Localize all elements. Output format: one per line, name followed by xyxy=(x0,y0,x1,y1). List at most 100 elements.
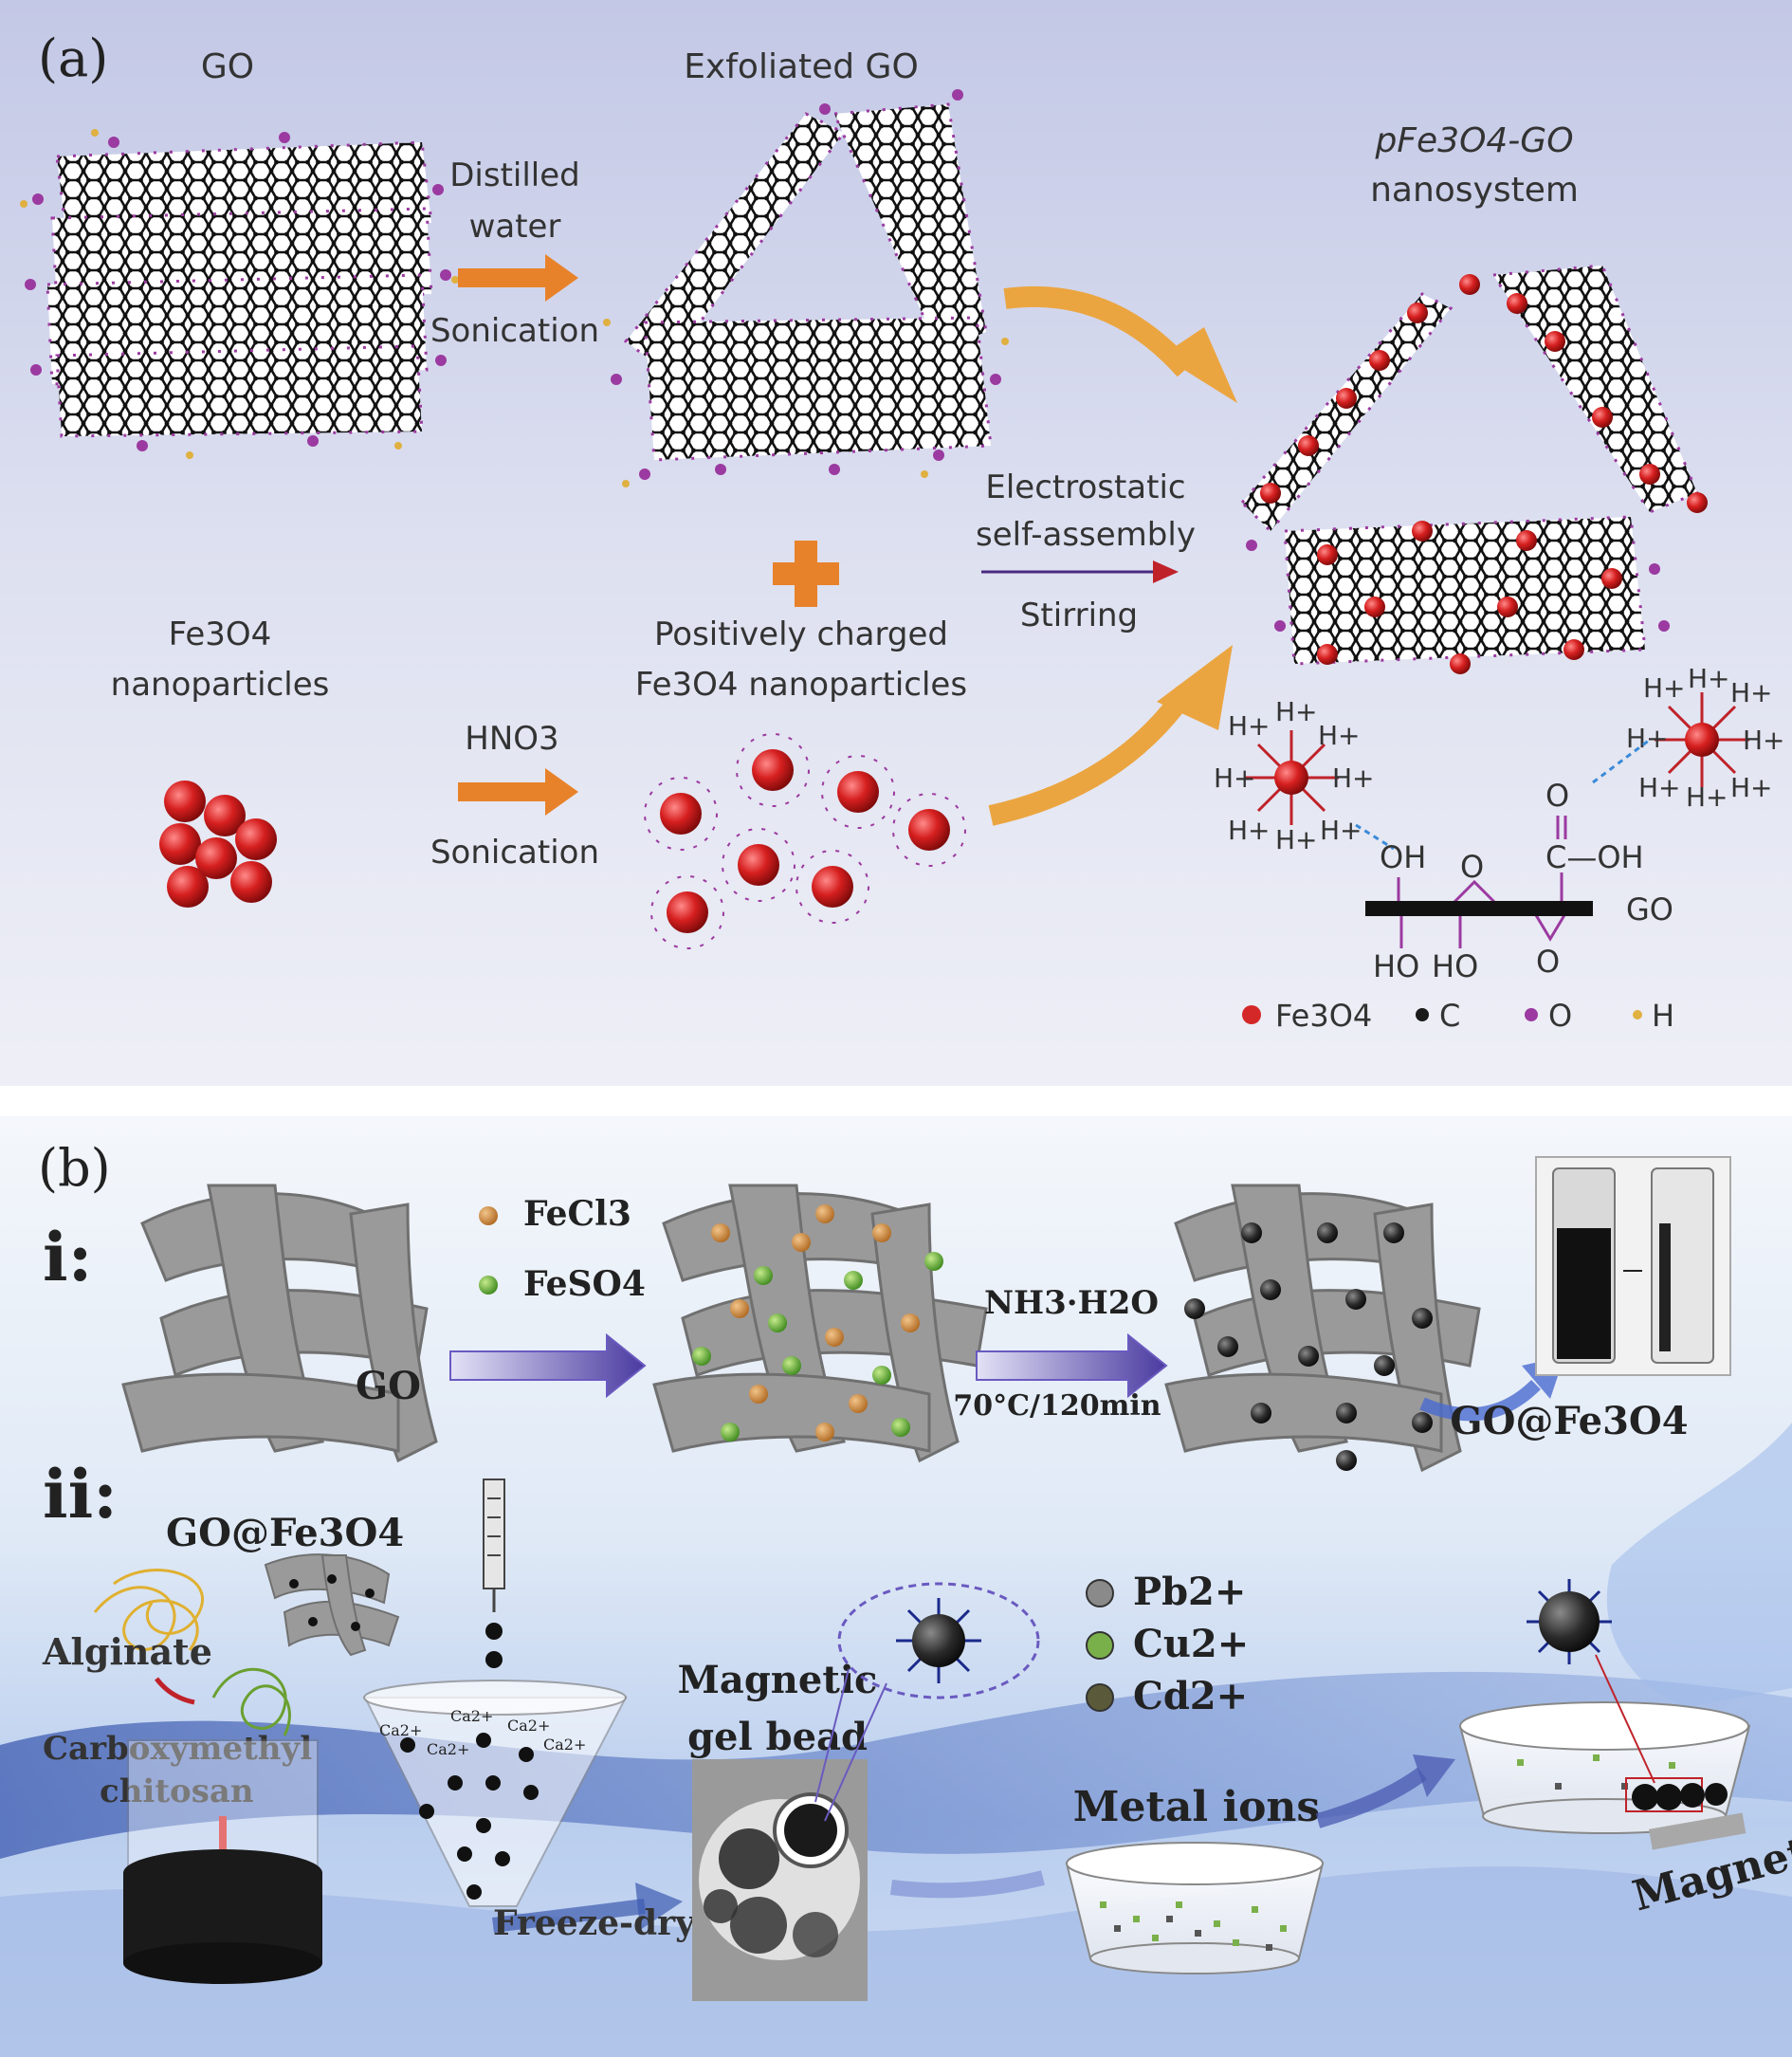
ca-ion-4: Ca2+ xyxy=(427,1740,469,1758)
plus-icon xyxy=(773,541,839,607)
panel-a-legend: Fe3O4 C O H xyxy=(1242,998,1674,1034)
chitosan-strands xyxy=(211,1668,291,1736)
bead-zoom-line-1 xyxy=(814,1668,850,1803)
interaction-schematic: H+ H+ H+ H+ H+ H+ H+ H+ H+ H+ H+ H+ H+ H… xyxy=(1214,663,1785,984)
carboxyl-cooh: C—OH xyxy=(1545,839,1644,875)
bead-zoom-line-2 xyxy=(824,1682,887,1822)
legend-h-swatch xyxy=(1633,1010,1642,1019)
panel-b: (b) i: ii: GO FeCl3 FeSO4 xyxy=(0,1116,1792,2057)
hplus-r6: H+ xyxy=(1638,772,1681,803)
hplus-r4: H+ xyxy=(1626,723,1669,754)
go-sheets-with-ions xyxy=(652,1184,988,1463)
wave-band-2 xyxy=(0,1865,1792,2057)
positive-nps-label-line2: Fe3O4 nanoparticles xyxy=(635,666,967,704)
syringe-icon xyxy=(483,1478,505,1668)
feso4-swatch xyxy=(479,1276,498,1295)
ca-ion-5: Ca2+ xyxy=(543,1736,586,1754)
hplus-r2: H+ xyxy=(1688,663,1730,694)
step3-label-line3: Stirring xyxy=(1020,597,1138,634)
functionalized-bead-icon xyxy=(896,1598,981,1683)
charged-nanoparticles xyxy=(644,733,966,949)
epoxy-o-top: O xyxy=(1460,849,1484,885)
reagent-label: NH3·H2O xyxy=(984,1284,1159,1322)
hplus-r1: H+ xyxy=(1643,672,1686,704)
fecl3-label: FeCl3 xyxy=(523,1194,631,1234)
ion-pb-swatch xyxy=(1086,1579,1114,1607)
hplus-r8: H+ xyxy=(1730,772,1773,803)
legend-h-label: H xyxy=(1652,998,1674,1034)
hplus-l4: H+ xyxy=(1214,762,1256,794)
step3-label-line1: Electrostatic xyxy=(985,468,1185,506)
hplus-l6: H+ xyxy=(1228,815,1271,846)
ion-cu-swatch xyxy=(1086,1631,1114,1660)
row-i-arrow-2 xyxy=(976,1332,1168,1399)
panel-divider xyxy=(0,1086,1792,1116)
alginate-label: Alginate xyxy=(42,1630,212,1673)
step1-label-line2: water xyxy=(469,208,561,246)
legend-c-swatch xyxy=(1416,1008,1429,1021)
hplus-r5: H+ xyxy=(1743,725,1785,756)
ion-cd-label: Cd2+ xyxy=(1133,1674,1248,1718)
step1-label-line1: Distilled xyxy=(449,156,580,194)
alginate-strands xyxy=(93,1569,204,1651)
separation-cup xyxy=(1458,1654,1751,1834)
dish-arrow-out xyxy=(1315,1767,1427,1828)
nanosystem-title-line2: nanosystem xyxy=(1370,171,1579,210)
to-vial-arrow xyxy=(1419,1379,1541,1422)
exfoliated-go-title: Exfoliated GO xyxy=(684,47,919,86)
step1-label-line3: Sonication xyxy=(430,312,599,350)
hplus-l1: H+ xyxy=(1228,710,1271,742)
calcium-funnel: Ca2+ Ca2+ Ca2+ Ca2+ Ca2+ xyxy=(363,1680,628,1907)
fe3o4-with-hplus-left xyxy=(1244,730,1339,825)
magnetic-bead-label-line2: gel bead xyxy=(687,1715,868,1759)
dish-arrow-in xyxy=(890,1870,1045,1899)
ion-cd-swatch xyxy=(1086,1683,1114,1712)
step3-label-line2: self-assembly xyxy=(976,516,1196,554)
product-label: GO@Fe3O4 xyxy=(1450,1399,1688,1443)
metal-ions-label: Metal ions xyxy=(1073,1783,1320,1831)
nanosystem-sheets xyxy=(1239,264,1708,674)
panel-b-tag: (b) xyxy=(38,1138,111,1198)
go-bar-label: GO xyxy=(1626,891,1673,927)
row-i-label: i: xyxy=(43,1218,92,1296)
carboxymethyl-label-line2: chitosan xyxy=(100,1772,254,1810)
fe3o4-label-line1: Fe3O4 xyxy=(169,615,272,653)
freeze-dry-arrow xyxy=(492,1899,646,1933)
freeze-dry-arrowhead xyxy=(635,1883,683,1930)
gel-beaker xyxy=(123,1739,322,1984)
bead-zoom-outline xyxy=(837,1582,1040,1699)
exfoliated-go-sheets xyxy=(603,89,1009,487)
fe3o4-cluster xyxy=(159,781,277,908)
ca-ion-3: Ca2+ xyxy=(507,1717,550,1735)
magnetic-bead-top xyxy=(1527,1579,1612,1664)
go-fe3o4-small xyxy=(264,1553,400,1657)
hplus-l2: H+ xyxy=(1275,696,1318,727)
positive-nps-label-line1: Positively charged xyxy=(654,615,948,653)
carboxymethyl-label-line1: Carboxymethyl xyxy=(43,1730,312,1768)
magnet-block xyxy=(1649,1812,1746,1850)
go-title: GO xyxy=(201,47,254,86)
ion-pb-label: Pb2+ xyxy=(1133,1570,1246,1614)
ca-ion-1: Ca2+ xyxy=(379,1721,422,1739)
go-sheets-row-i xyxy=(121,1184,438,1463)
legend-fe3o4-label: Fe3O4 xyxy=(1275,998,1372,1034)
panel-a: (a) GO Exfoliated GO Distilled water Son… xyxy=(0,0,1792,1086)
panel-a-tag: (a) xyxy=(38,28,108,88)
go-label-row-i: GO xyxy=(356,1364,421,1408)
nanosystem-title-line1: pFe3O4-GO xyxy=(1374,121,1573,160)
water-splash xyxy=(1606,1423,1792,1707)
row-ii-label: ii: xyxy=(43,1455,118,1534)
magnetic-bead-label-line1: Magnetic xyxy=(678,1658,878,1702)
hplus-l3: H+ xyxy=(1318,720,1361,751)
metal-ion-dish xyxy=(1065,1842,1325,1974)
legend-o-label: O xyxy=(1548,998,1572,1034)
oh-label: OH xyxy=(1380,839,1426,875)
hplus-r7: H+ xyxy=(1686,781,1728,813)
legend-c-label: C xyxy=(1439,998,1460,1034)
row-i-arrow-1 xyxy=(449,1332,647,1399)
ion-legend: Pb2+ Cu2+ Cd2+ xyxy=(1086,1570,1249,1718)
fecl3-swatch xyxy=(479,1206,498,1225)
alginate-arrow xyxy=(155,1677,195,1705)
dish-arrow-out-head xyxy=(1413,1754,1455,1797)
